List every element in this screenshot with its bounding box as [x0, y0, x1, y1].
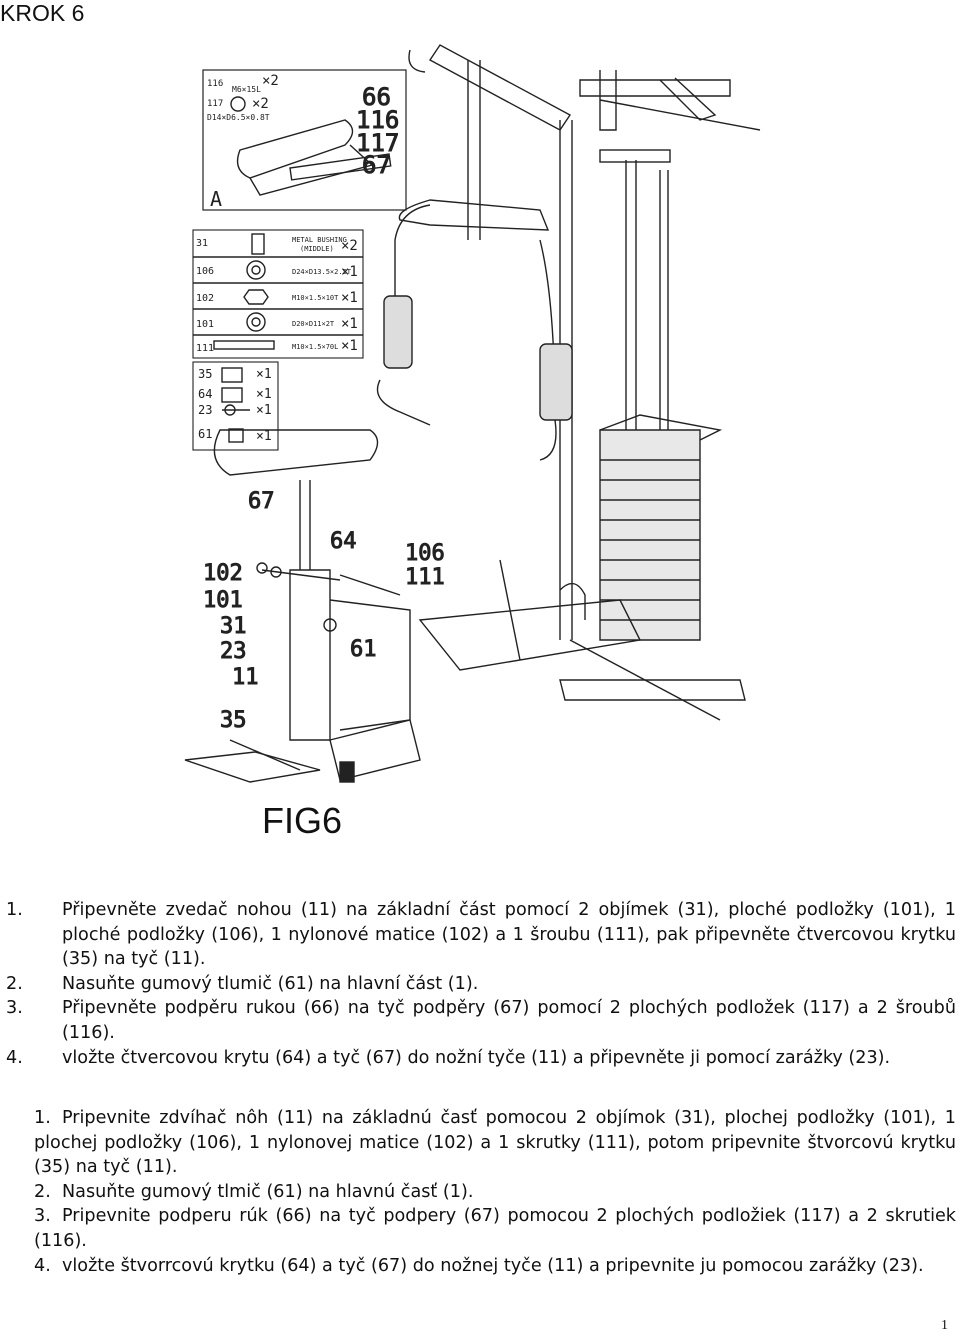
callout-111: 111 — [405, 565, 445, 590]
tower-top-bar — [428, 44, 572, 131]
svg-text:101: 101 — [196, 319, 214, 330]
arm-pad-left — [383, 295, 413, 369]
callout-64: 64 — [330, 529, 357, 554]
svg-text:D24×D13.5×2.5T: D24×D13.5×2.5T — [292, 268, 352, 276]
svg-text:METAL BUSHING: METAL BUSHING — [292, 236, 347, 244]
back-pad — [213, 429, 379, 476]
svg-text:111: 111 — [196, 343, 214, 354]
callout-61: 61 — [350, 637, 377, 662]
weight-stack — [599, 414, 723, 641]
svg-text:×1: ×1 — [341, 290, 358, 306]
inset-part-117-qty: ×2 — [252, 96, 269, 112]
svg-text:61: 61 — [198, 427, 212, 441]
instruction-cz-2: 2.Nasuňte gumový tlumič (61) na hlavní č… — [6, 973, 479, 994]
svg-text:×1: ×1 — [256, 387, 272, 402]
instruction-sk-3: 3.Pripevnite podperu rúk (66) na tyč pod… — [34, 1206, 956, 1251]
inset-callout-66: 66 — [362, 83, 391, 111]
inset-part-116: 116 — [207, 79, 223, 89]
callout-11: 11 — [232, 665, 259, 690]
svg-text:D20×D11×2T: D20×D11×2T — [292, 320, 335, 328]
svg-text:35: 35 — [198, 367, 212, 381]
instruction-cz-3: 3.Připevněte podpěru rukou (66) na tyč p… — [6, 998, 956, 1043]
inset-callout-67: 67 — [362, 151, 391, 179]
figure-label: FIG6 — [262, 800, 343, 841]
svg-text:M10×1.5×10T: M10×1.5×10T — [292, 294, 339, 302]
inset-label-a: A — [210, 187, 222, 211]
svg-text:×1: ×1 — [256, 429, 272, 444]
svg-text:(MIDDLE): (MIDDLE) — [300, 245, 334, 253]
callout-101: 101 — [203, 588, 243, 613]
callout-23: 23 — [220, 639, 247, 664]
instruction-sk-2: 2.Nasuňte gumový tlmič (61) na hlavnú ča… — [34, 1181, 474, 1202]
foot-roller — [184, 751, 321, 783]
svg-text:×1: ×1 — [341, 338, 358, 354]
callout-67: 67 — [248, 489, 275, 514]
step-heading: KROK 6 — [0, 0, 85, 26]
svg-text:×1: ×1 — [341, 264, 358, 280]
small-parts-box — [192, 361, 279, 451]
callout-106: 106 — [405, 541, 445, 566]
inset-part-116-qty: ×2 — [262, 73, 279, 89]
inset-callout-117: 117 — [356, 129, 399, 157]
inset-part-116-spec: M6×15L — [232, 85, 261, 94]
arm-pad-right — [539, 343, 573, 421]
svg-text:M10×1.5×70L: M10×1.5×70L — [292, 343, 338, 351]
inset-callout-116: 116 — [356, 106, 399, 134]
callout-35: 35 — [220, 708, 247, 733]
svg-text:23: 23 — [198, 403, 212, 417]
inset-part-117: 117 — [207, 99, 223, 109]
washer-icon — [230, 96, 246, 112]
instruction-sk-1: 1.Pripevnite zdvíhač nôh (11) na základn… — [34, 1108, 956, 1178]
callout-31: 31 — [220, 614, 247, 639]
inset-box — [202, 69, 407, 211]
svg-text:102: 102 — [196, 293, 214, 304]
svg-text:×1: ×1 — [256, 403, 272, 418]
instruction-sk-4: 4.vložte štvorrcovú krytku (64) a tyč (6… — [34, 1255, 924, 1276]
callout-102: 102 — [203, 561, 243, 586]
svg-text:31: 31 — [196, 238, 208, 249]
instructions-cz: 1.Připevněte zvedač nohou (11) na základ… — [6, 898, 956, 1070]
instruction-cz-1: 1.Připevněte zvedač nohou (11) na základ… — [6, 900, 956, 970]
svg-text:×1: ×1 — [256, 367, 272, 382]
parts-table — [192, 229, 364, 359]
svg-text:106: 106 — [196, 266, 214, 277]
svg-text:64: 64 — [198, 387, 212, 401]
instruction-cz-4: 4.vložte čtvercovou krytu (64) a tyč (67… — [6, 1047, 891, 1068]
svg-text:×1: ×1 — [341, 316, 358, 332]
inset-part-117-spec: D14×D6.5×0.8T — [207, 113, 270, 122]
instructions-sk: 1.Pripevnite zdvíhač nôh (11) na základn… — [34, 1106, 956, 1278]
page-number: 1 — [941, 1318, 948, 1333]
svg-text:×2: ×2 — [341, 238, 358, 254]
assembly-diagram: 116 M6×15L ×2 117 ×2 D14×D6.5×0.8T 66 11… — [184, 44, 761, 783]
